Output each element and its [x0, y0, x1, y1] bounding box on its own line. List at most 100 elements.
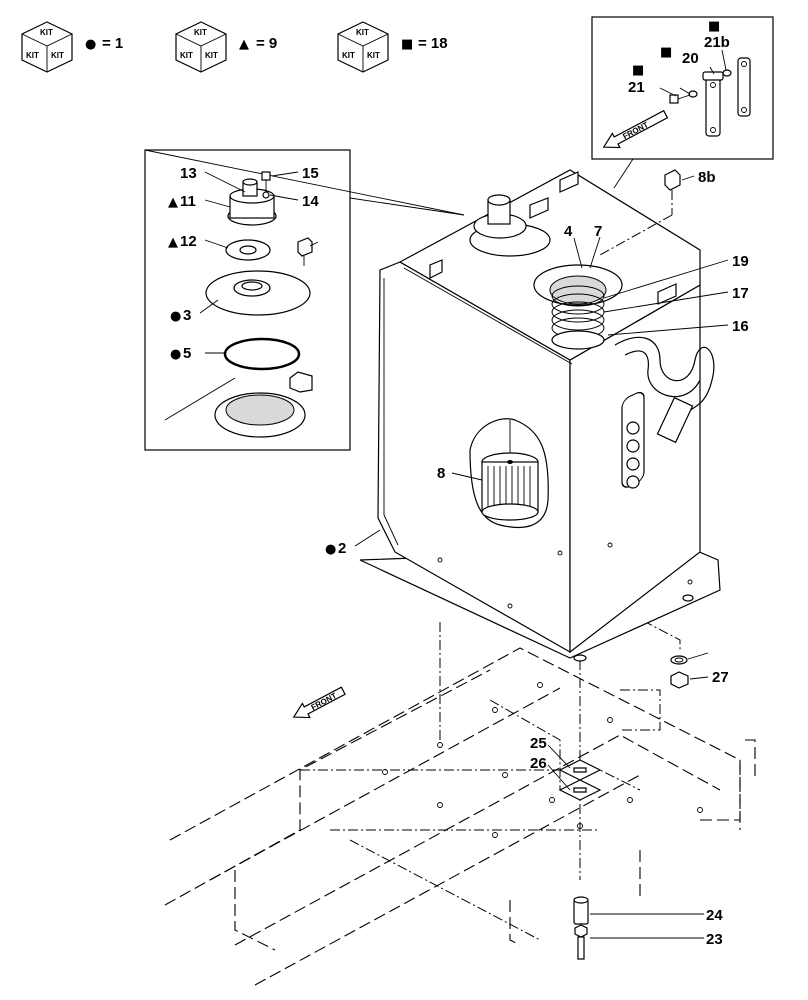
- callout-11: ▲12: [168, 233, 197, 250]
- svg-text:23: 23: [706, 931, 723, 948]
- callout-7: 8: [437, 465, 445, 482]
- breather-cap-12: [227, 178, 277, 226]
- callout-20: ■21: [628, 63, 645, 96]
- kit-quantity: = 18: [418, 35, 448, 52]
- svg-text:▲: ▲: [168, 235, 178, 250]
- svg-text:27: 27: [712, 669, 729, 686]
- callout-26: 27: [712, 669, 729, 686]
- shim-25: [558, 779, 602, 801]
- cover-plate-3: [205, 270, 311, 316]
- lifting-bracket: [657, 283, 677, 305]
- svg-text:■: ■: [632, 63, 644, 78]
- svg-text:15: 15: [302, 165, 319, 182]
- svg-text:KIT: KIT: [51, 51, 64, 60]
- frame-hole: [577, 823, 583, 829]
- kit-cube-icon: KIT KIT KIT: [175, 21, 227, 73]
- lifting-bracket: [529, 197, 549, 219]
- bolt-8: [599, 169, 681, 256]
- shim-24: [558, 759, 602, 781]
- kit-cube-icon: KIT KIT KIT: [337, 21, 389, 73]
- lifting-bracket: [559, 171, 579, 193]
- svg-text:25: 25: [530, 735, 547, 752]
- svg-text:KIT: KIT: [356, 28, 369, 37]
- callout-19: ■20: [660, 45, 699, 67]
- svg-text:12: 12: [180, 233, 197, 250]
- svg-text:4: 4: [564, 223, 573, 240]
- callout-16: 17: [732, 285, 749, 302]
- svg-text:■: ■: [708, 19, 720, 34]
- svg-text:▲: ▲: [168, 195, 178, 210]
- washer-27: [670, 655, 688, 665]
- o-ring-5: [223, 337, 301, 371]
- lifting-bracket: [429, 259, 443, 279]
- return-filter-opening: [533, 264, 623, 350]
- callout-24: 25: [530, 735, 547, 752]
- breather-cap-assembly: [469, 194, 551, 257]
- flange-ring: [214, 371, 313, 438]
- callout-13: 14: [302, 193, 319, 210]
- kit-cube-text: KIT: [40, 28, 53, 37]
- cap-exploded-inset: [144, 149, 465, 451]
- kit-symbol: ●: [85, 37, 96, 52]
- screw-14: [261, 171, 271, 199]
- kit-legend-item-3: KIT KIT KIT ■ = 18: [337, 21, 448, 73]
- svg-text:KIT: KIT: [26, 51, 39, 60]
- tank-top: [398, 169, 701, 361]
- svg-text:2: 2: [338, 540, 346, 557]
- suction-strainer: [469, 418, 549, 529]
- kit-quantity: = 1: [102, 35, 123, 52]
- callout-3: ●3: [170, 307, 191, 324]
- drain-bolt-base: [573, 594, 694, 662]
- svg-text:FRONT: FRONT: [310, 691, 339, 712]
- callout-4: 4: [564, 223, 573, 240]
- kit-legend-item-2: KIT KIT KIT ▲ = 9: [175, 21, 277, 73]
- svg-text:KIT: KIT: [367, 51, 380, 60]
- svg-text:KIT: KIT: [205, 51, 218, 60]
- washer-21: [688, 69, 732, 98]
- svg-text:●: ●: [170, 309, 181, 324]
- gasket-11: [225, 239, 271, 261]
- svg-text:●: ●: [170, 347, 181, 362]
- svg-text:24: 24: [706, 907, 723, 924]
- callout-6: 7: [594, 223, 602, 240]
- svg-text:KIT: KIT: [194, 28, 207, 37]
- kit-symbol: ■: [401, 37, 413, 52]
- svg-text:●: ●: [325, 542, 336, 557]
- hydraulic-tank: [359, 169, 721, 662]
- callout-15: 16: [732, 318, 749, 335]
- frame-front-arrow: FRONT: [292, 686, 346, 719]
- svg-text:21: 21: [628, 79, 645, 96]
- svg-text:19: 19: [732, 253, 749, 270]
- svg-text:17: 17: [732, 285, 749, 302]
- callout-5: ●5: [170, 345, 191, 362]
- svg-text:3: 3: [183, 307, 191, 324]
- svg-text:8b: 8b: [698, 169, 716, 186]
- bracket-inset: FRONT: [591, 16, 774, 189]
- spacer-23: [573, 896, 589, 925]
- kit-quantity: = 9: [256, 35, 277, 52]
- sight-gauge: [621, 391, 645, 489]
- frame-bolt-holes: [382, 682, 703, 838]
- svg-text:13: 13: [180, 165, 197, 182]
- bracket-19: [702, 71, 724, 137]
- leader-lines: [199, 49, 729, 939]
- svg-text:11: 11: [180, 193, 196, 210]
- callout-2: ●2: [325, 540, 346, 557]
- callout-25: 26: [530, 755, 547, 772]
- strainer-pleats: [487, 466, 531, 510]
- callout-21: ■21b: [704, 19, 730, 51]
- nut-26: [670, 671, 689, 689]
- svg-text:KIT: KIT: [180, 51, 193, 60]
- kit-cube-icon: KIT KIT KIT: [21, 21, 73, 73]
- kit-symbol: ▲: [239, 37, 249, 52]
- bolt-8-inset: [297, 237, 313, 266]
- svg-text:14: 14: [302, 193, 319, 210]
- kit-legend-item-1: KIT KIT KIT ● = 1: [21, 21, 123, 73]
- svg-text:21b: 21b: [704, 34, 730, 51]
- svg-text:7: 7: [594, 223, 602, 240]
- svg-text:8: 8: [437, 465, 445, 482]
- suction-hose: [614, 336, 715, 444]
- svg-text:26: 26: [530, 755, 547, 772]
- callout-labels: ●2 ●3 4 ●5 7 8 8b ▲11 ▲12 13 14 15 16 17…: [168, 19, 749, 948]
